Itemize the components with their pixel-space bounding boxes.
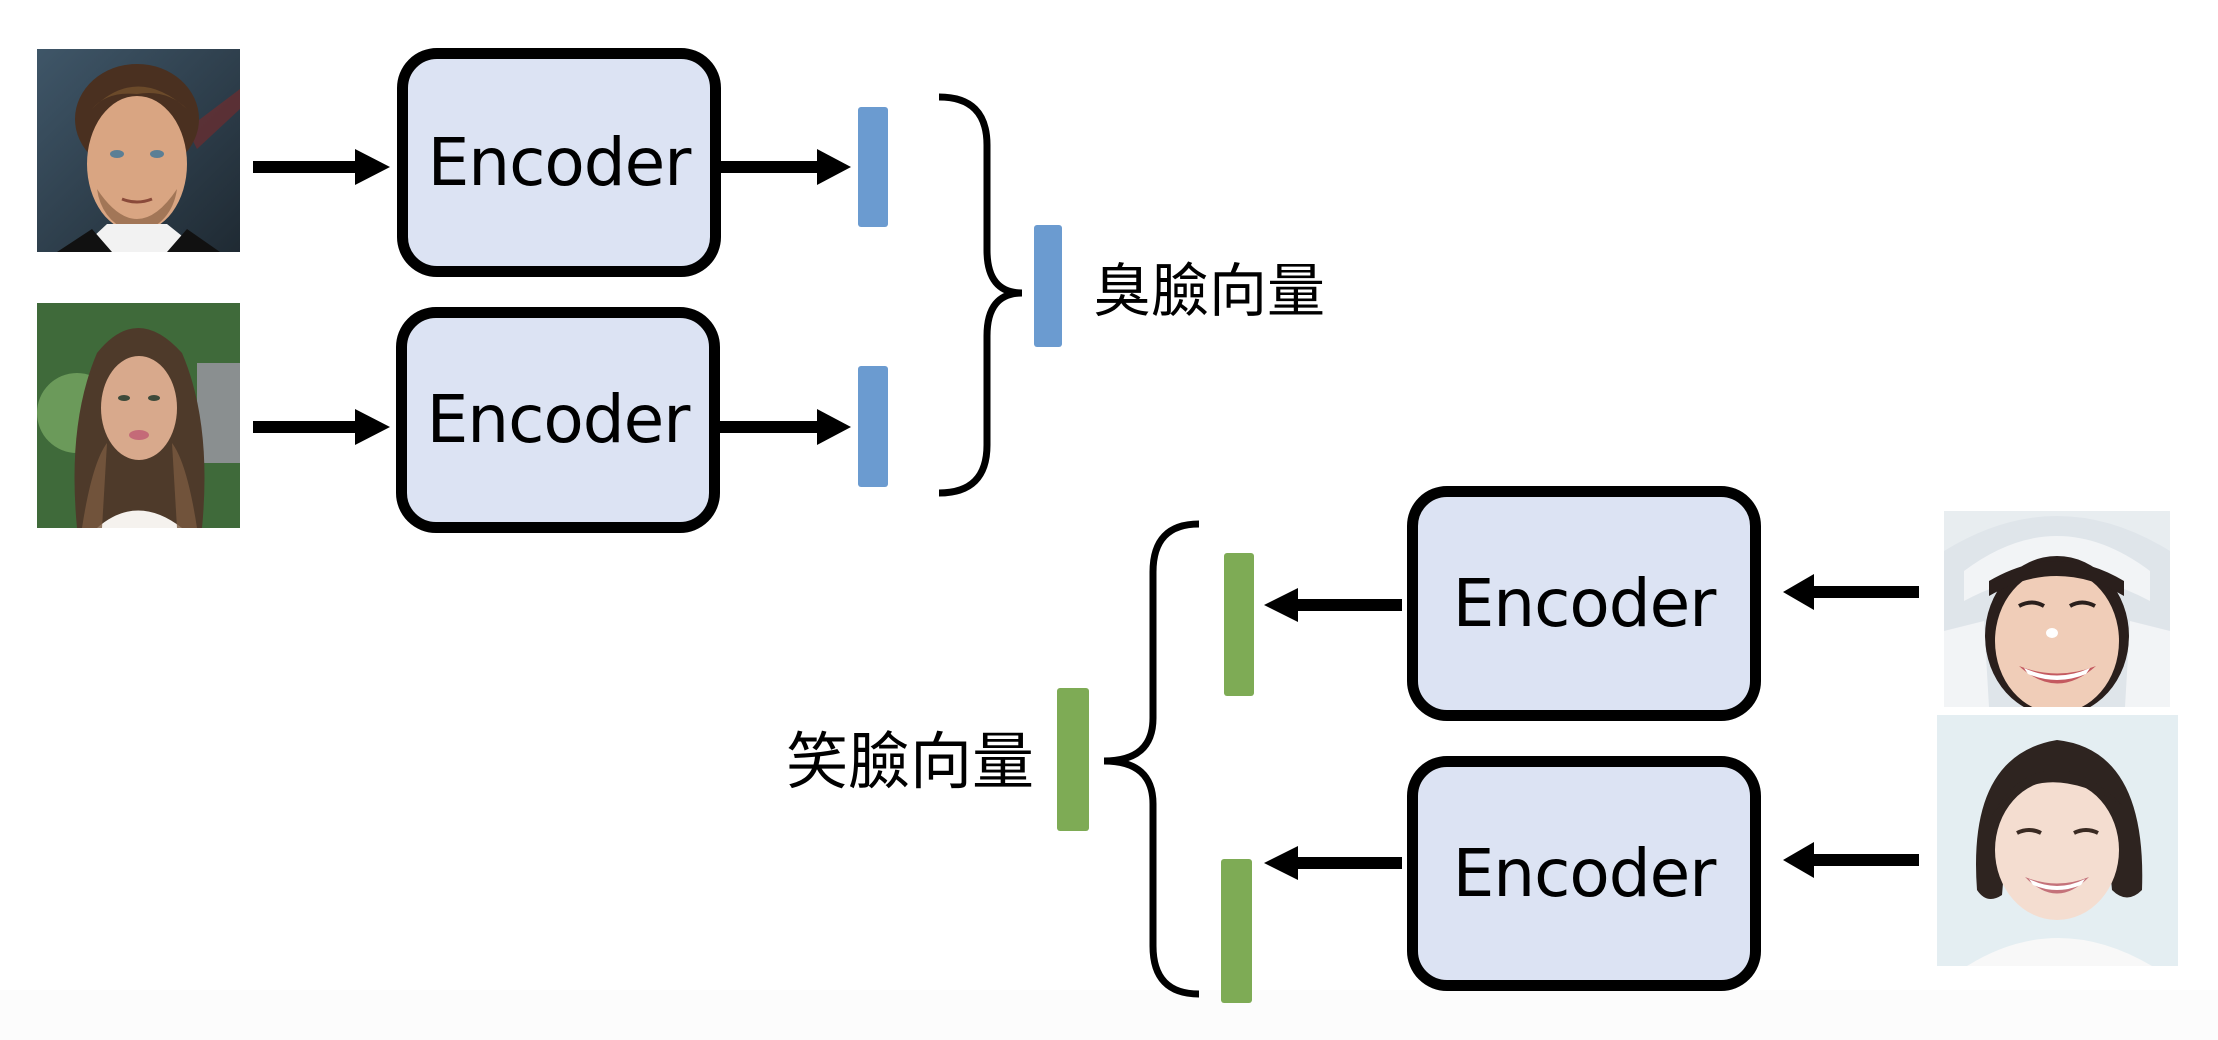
arrow-left-icon xyxy=(1264,846,1402,880)
smiling-girl-hat-photo xyxy=(1944,511,2170,707)
encoder-box-4: Encoder xyxy=(1407,756,1761,991)
smile-face-vector-1 xyxy=(1224,553,1254,696)
smile-face-vector-2 xyxy=(1221,859,1252,1003)
smiling-girl-short-hair-photo xyxy=(1937,715,2178,966)
arrow-right-icon xyxy=(253,149,390,185)
neutral-face-vector-1 xyxy=(858,107,888,227)
arrow-right-icon xyxy=(719,409,851,445)
arrow-left-icon xyxy=(1783,574,1919,610)
bottom-band xyxy=(0,990,2218,1040)
neutral-face-vector-label: 臭臉向量 xyxy=(1093,257,1326,325)
encoder-label: Encoder xyxy=(1452,564,1717,642)
encoder-box-1: Encoder xyxy=(397,48,721,277)
arrow-right-icon xyxy=(721,149,851,185)
neutral-face-vector-2 xyxy=(858,366,888,487)
arrow-left-icon xyxy=(1783,842,1919,878)
man-face-photo xyxy=(37,49,240,252)
neutral-face-mean-vector xyxy=(1034,225,1062,347)
right-brace-icon xyxy=(938,93,1023,497)
encoder-box-3: Encoder xyxy=(1407,486,1761,721)
smile-face-mean-vector xyxy=(1057,688,1089,831)
arrow-left-icon xyxy=(1264,588,1402,622)
arrow-right-icon xyxy=(253,409,390,445)
encoder-label: Encoder xyxy=(1452,834,1717,912)
smile-face-vector-label: 笑臉向量 xyxy=(786,725,1035,798)
encoder-label: Encoder xyxy=(426,381,691,458)
woman-face-photo xyxy=(37,303,240,528)
encoder-label: Encoder xyxy=(427,123,692,201)
encoder-box-2: Encoder xyxy=(396,307,720,533)
left-brace-icon xyxy=(1103,520,1200,998)
